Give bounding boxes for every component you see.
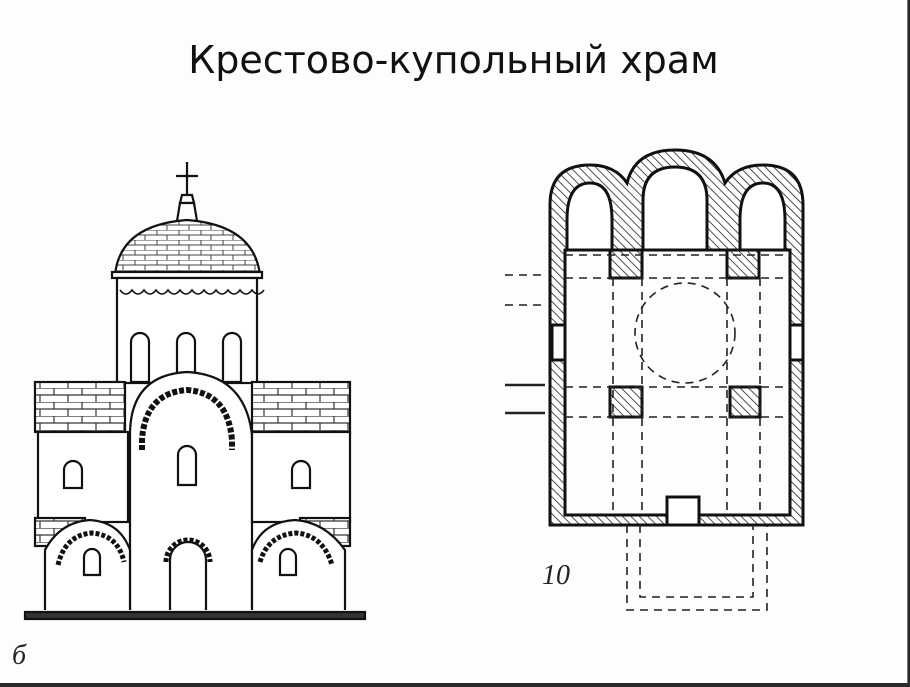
figure-label-plan: 10 <box>542 560 570 591</box>
figure-label-elevation: б <box>12 640 27 671</box>
slide-title: Крестово-купольный храм <box>188 38 719 82</box>
church-elevation-drawing <box>23 162 367 621</box>
church-floor-plan-drawing <box>505 148 805 611</box>
